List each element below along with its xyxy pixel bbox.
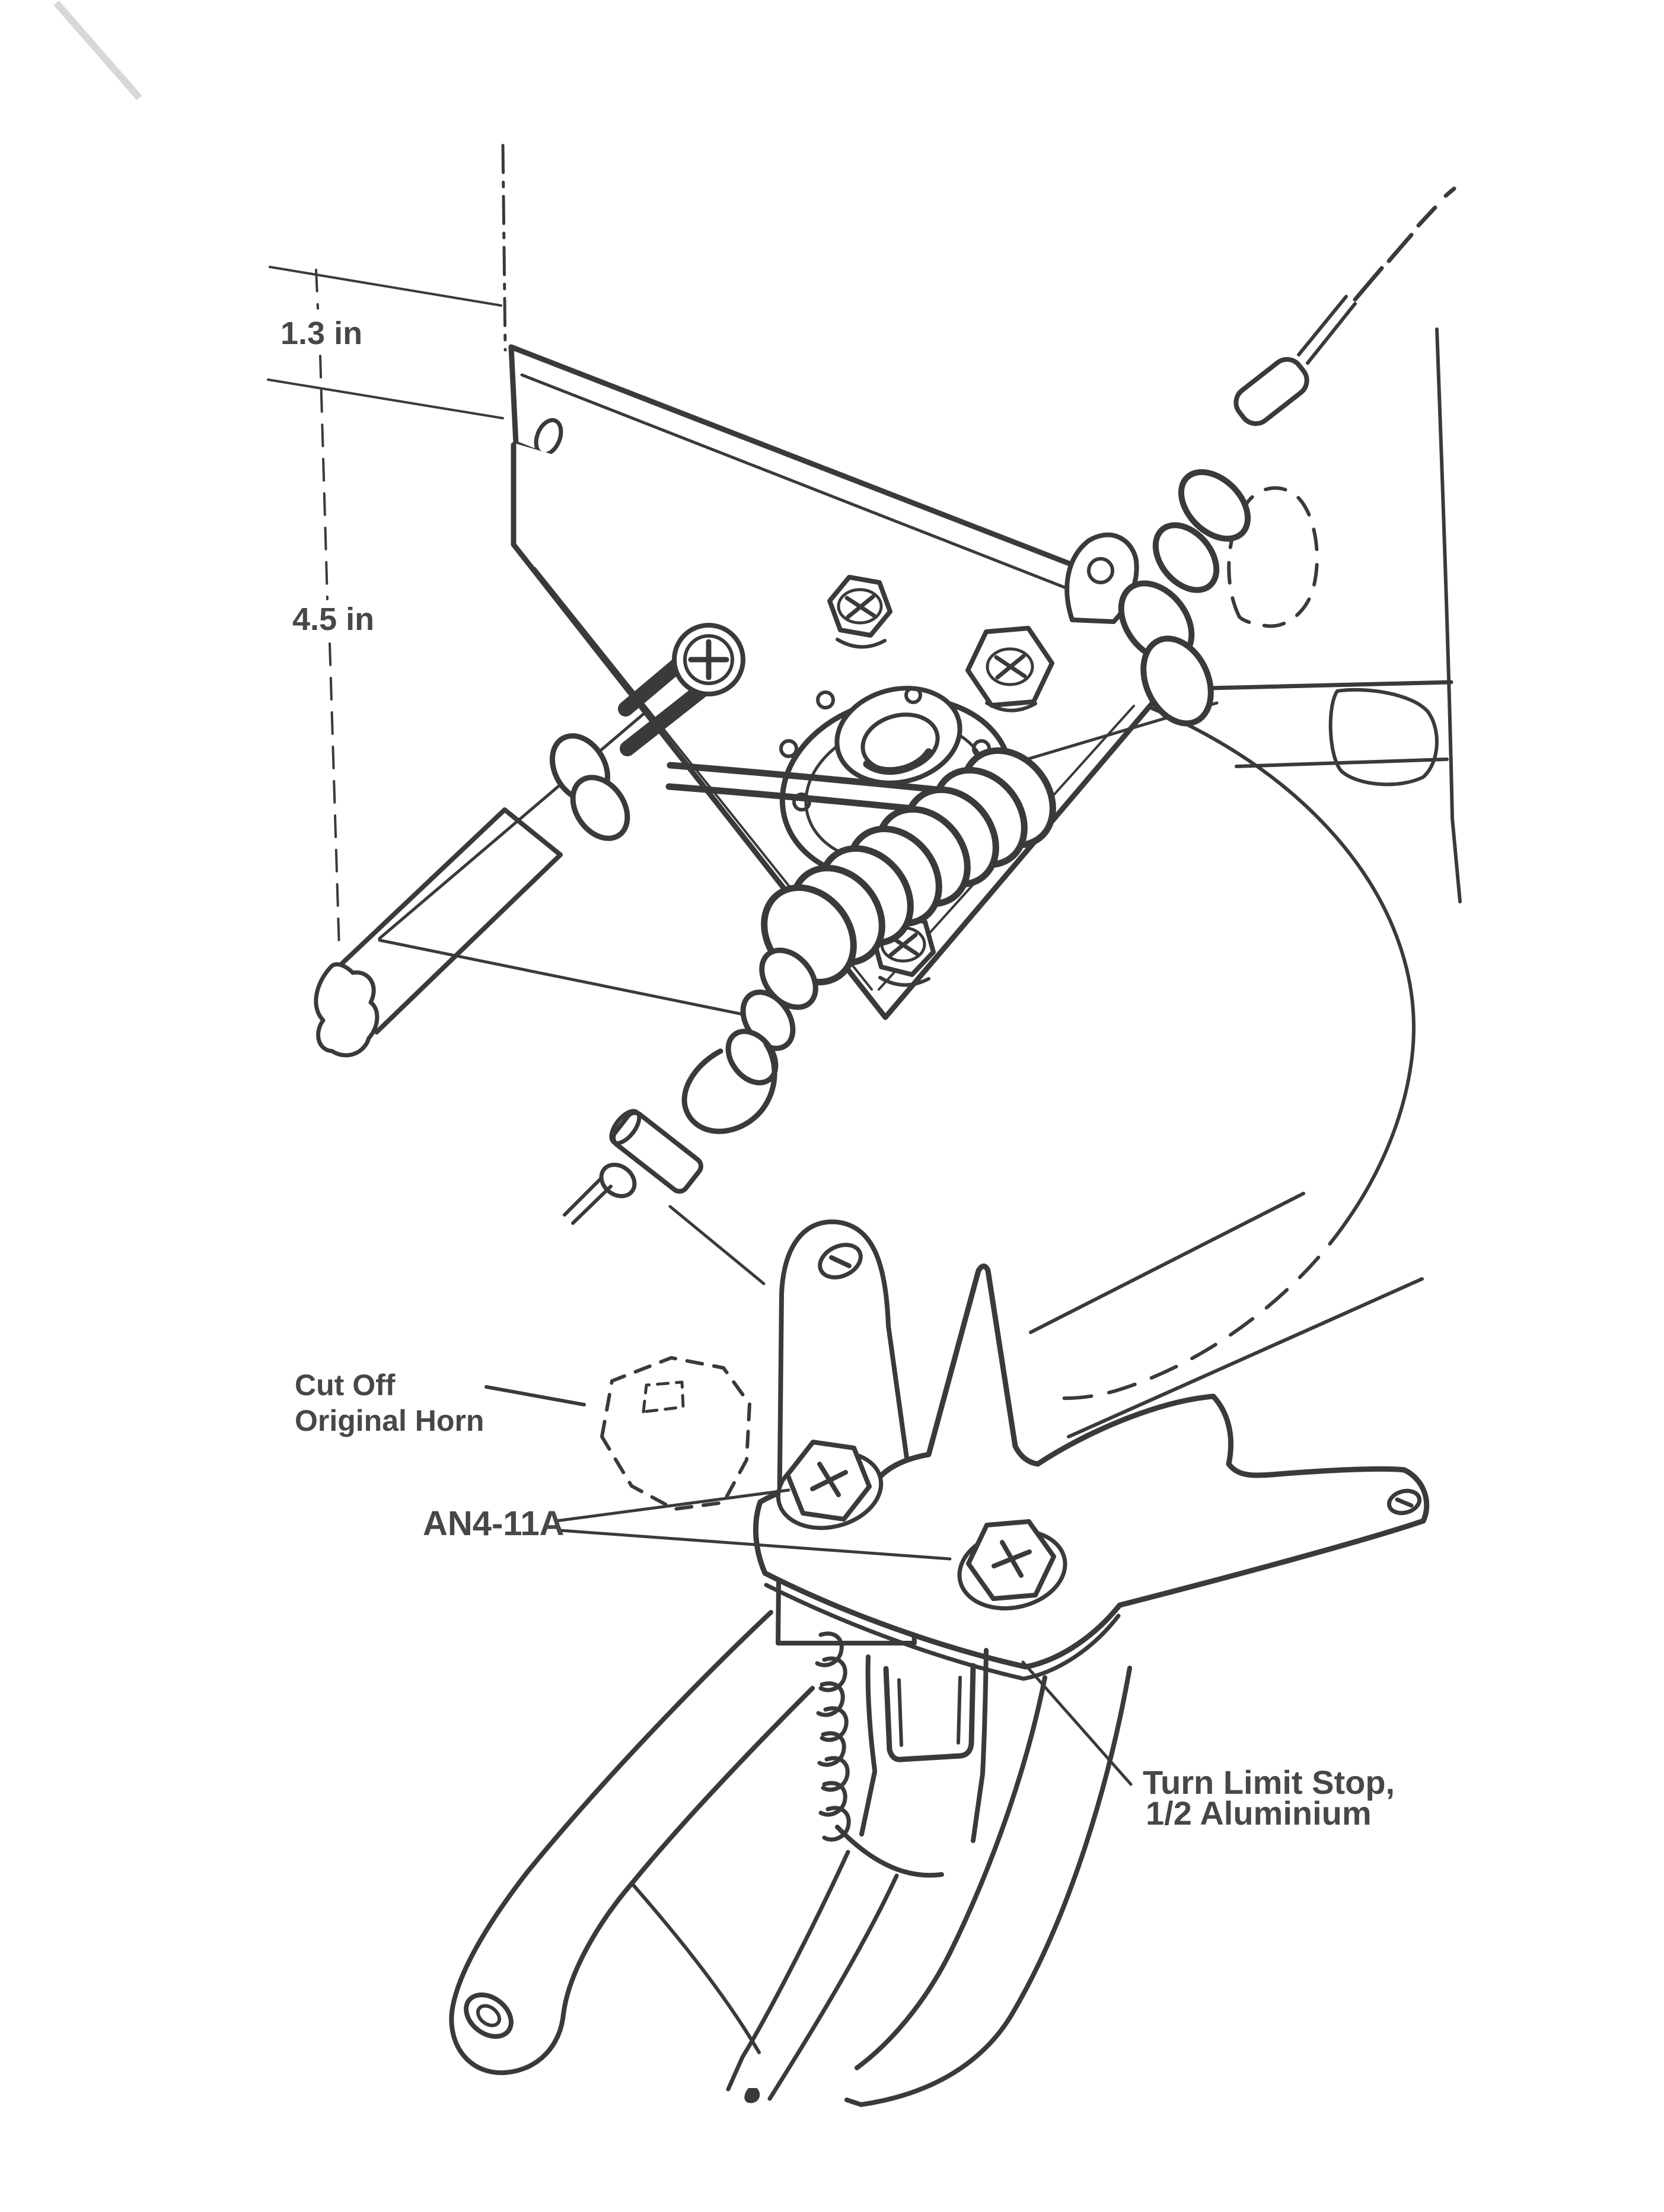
dimension-4-5-in: 4.5 in — [292, 601, 374, 637]
left-fork-arm — [449, 1610, 815, 2076]
dimension-1-3-in: 1.3 in — [280, 316, 362, 351]
an4-leaders — [554, 1488, 952, 1561]
leader-line-to-horn — [668, 1205, 766, 1285]
dimension-lines — [267, 266, 504, 950]
fin-and-stabilizer-lines — [1161, 327, 1462, 903]
hex-bolt-1 — [827, 575, 892, 649]
steering-arm-tube — [329, 807, 563, 1035]
label-cut-off: Cut Off — [295, 1368, 396, 1402]
tube-broken-end — [314, 962, 380, 1058]
turn-limit-stop-plate — [753, 1263, 1430, 1681]
label-half-aluminium: 1/2 Aluminium — [1146, 1794, 1372, 1832]
an4-bolts — [776, 1440, 1067, 1611]
left-clevis-and-arm — [314, 623, 745, 1058]
centerline — [501, 144, 507, 352]
cable-swage-upper — [1233, 357, 1309, 427]
plate-thickness-edge — [764, 1583, 1121, 1681]
spring-coil-dashes — [817, 1634, 849, 1839]
chain-link — [1178, 469, 1251, 542]
arm-end-hole — [1386, 1488, 1422, 1516]
label-leaders — [484, 1385, 1133, 1786]
right-fork-leg-inner — [855, 1675, 1047, 2070]
an4-bolt-b — [957, 1519, 1067, 1611]
cable-dashed-continuation — [1386, 186, 1456, 263]
rudder-horn-arm-lines — [1029, 1192, 1424, 1438]
chain-link — [570, 775, 630, 841]
cut-off-horn-outline — [600, 1356, 751, 1511]
kingpin-shaft — [835, 1648, 989, 1878]
cable-thimble — [681, 1041, 777, 1134]
middle-leg-edge — [767, 1873, 899, 2101]
label-original-horn: Original Horn — [295, 1404, 484, 1437]
cutoff-leader — [484, 1385, 586, 1406]
bottom-figure-steering-horn — [449, 1192, 1430, 2107]
top-figure-steering-bracket — [267, 144, 1462, 1401]
an4-bolt-a — [776, 1440, 884, 1530]
steering-spring — [761, 747, 1056, 986]
fork-web-curve — [632, 1883, 761, 2054]
cable-swage-lower — [609, 1109, 703, 1194]
scan-artifact — [53, 1, 142, 100]
label-turn-limit-stop: Turn Limit Stop, — [1143, 1764, 1395, 1801]
lower-chain-and-cable — [563, 947, 818, 1225]
turn-limit-leader — [1021, 1660, 1133, 1786]
right-fork-leg-outer — [844, 1666, 1132, 2107]
chain-link — [1140, 635, 1214, 727]
middle-leg-edge — [726, 1850, 850, 2092]
cable-end — [563, 1176, 613, 1225]
right-chain-and-cable — [1064, 186, 1456, 727]
label-an4-11a: AN4-11A — [423, 1504, 565, 1543]
chain-link — [1152, 522, 1220, 593]
tailwheel-tire-outline — [1047, 676, 1416, 1401]
hex-bolt-2 — [965, 626, 1054, 712]
fork-arms — [449, 1610, 1132, 2107]
cable — [1297, 295, 1357, 365]
